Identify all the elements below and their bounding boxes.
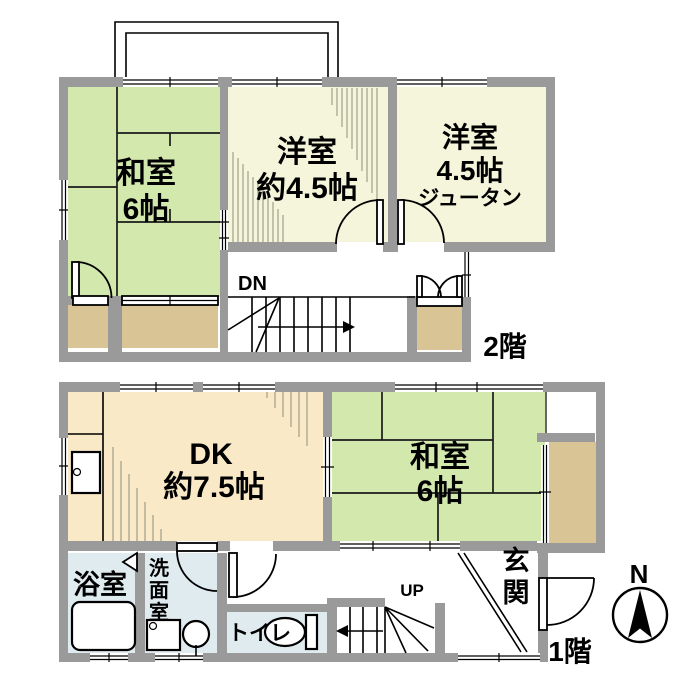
windows-1f: [59, 382, 543, 662]
door-hall: [228, 552, 277, 598]
bathtub: [70, 600, 137, 652]
floor1-label: 1階: [548, 636, 592, 667]
closet-2f-right: [417, 306, 462, 350]
door-entrance: [538, 577, 595, 631]
washing-machine: [145, 618, 182, 652]
stairs-dn-label: DN: [238, 273, 267, 295]
compass-circle: [611, 586, 669, 644]
fusuma-dk-washitsu: [321, 437, 334, 497]
youshitsu-center-floor: [228, 87, 388, 242]
youshitsu-right-size: 4.5帖: [437, 155, 504, 186]
door-youshitsu-center: [335, 199, 384, 245]
second-floor: 和室 6帖 洋室 約4.5帖 洋室 4.5帖 ジュータン DN 2階: [59, 21, 555, 362]
balcony: [114, 21, 339, 77]
washitsu-2f-floor: [68, 87, 220, 297]
washitsu-2f-name: 和室: [116, 156, 176, 190]
closet-2f-left: [68, 305, 108, 348]
entrance-step: [457, 552, 528, 653]
youshitsu-right-name: 洋室: [442, 121, 498, 153]
toilet-bowl: [263, 613, 319, 651]
fusuma-2f: [219, 210, 229, 250]
youshitsu-right-floor: [397, 87, 546, 242]
windows-2f: [59, 77, 487, 297]
floor-hatch-2f: [232, 88, 378, 242]
stairs-down-arrow: [343, 321, 355, 333]
compass: N: [611, 559, 669, 644]
youshitsu-center-size: 約4.5帖: [256, 172, 358, 205]
stairs-1f: [336, 606, 435, 654]
sink: [181, 619, 211, 656]
counter-knob: [72, 467, 82, 477]
stairs-up-label: UP: [400, 581, 424, 600]
door-bath: [121, 551, 138, 573]
dk-name: DK: [189, 438, 233, 471]
bath-label: 浴室: [73, 569, 127, 600]
kitchen-counter: [70, 450, 102, 495]
fusuma-washitsu-hall: [340, 541, 460, 551]
youshitsu-right-note: ジュータン: [418, 187, 522, 210]
closet-1f: [549, 442, 596, 543]
compass-north-label: N: [630, 559, 649, 589]
tatami-lines-1f: [332, 392, 545, 541]
door-washroom: [176, 542, 218, 592]
washitsu-2f-size: 6帖: [123, 193, 170, 226]
washitsu-1f-size: 6帖: [417, 475, 464, 508]
closet-fronts-2f: [72, 275, 463, 307]
washitsu-1f-name: 和室: [410, 440, 470, 474]
door-gap-center-room: [337, 242, 383, 252]
floor-hatch-dk: [112, 392, 308, 541]
toilet-label: トイレ: [228, 622, 291, 645]
stairs-up-arrow: [336, 625, 348, 637]
door-gap-hall: [230, 541, 273, 551]
door-gap-right-room: [398, 242, 444, 252]
youshitsu-center-name: 洋室: [277, 135, 337, 169]
tatami-lines-2f: [68, 87, 220, 297]
first-floor: DK 約7.5帖 和室 6帖 浴室 洗面室 トイレ 玄関 UP 1階: [59, 382, 605, 667]
dk-size: 約7.5帖: [163, 471, 265, 504]
entrance-label: 玄関: [503, 545, 530, 608]
dk-floor: [68, 392, 323, 541]
fusuma-closet-1f: [539, 445, 551, 543]
door-youshitsu-right: [397, 199, 445, 245]
compass-needle: [628, 590, 652, 638]
closet-2f-mid: [122, 305, 218, 348]
stairs-2f: [227, 296, 415, 353]
kitchen-area: [68, 392, 104, 541]
floor2-label: 2階: [483, 331, 527, 362]
washroom-label: 洗面室: [149, 557, 169, 624]
